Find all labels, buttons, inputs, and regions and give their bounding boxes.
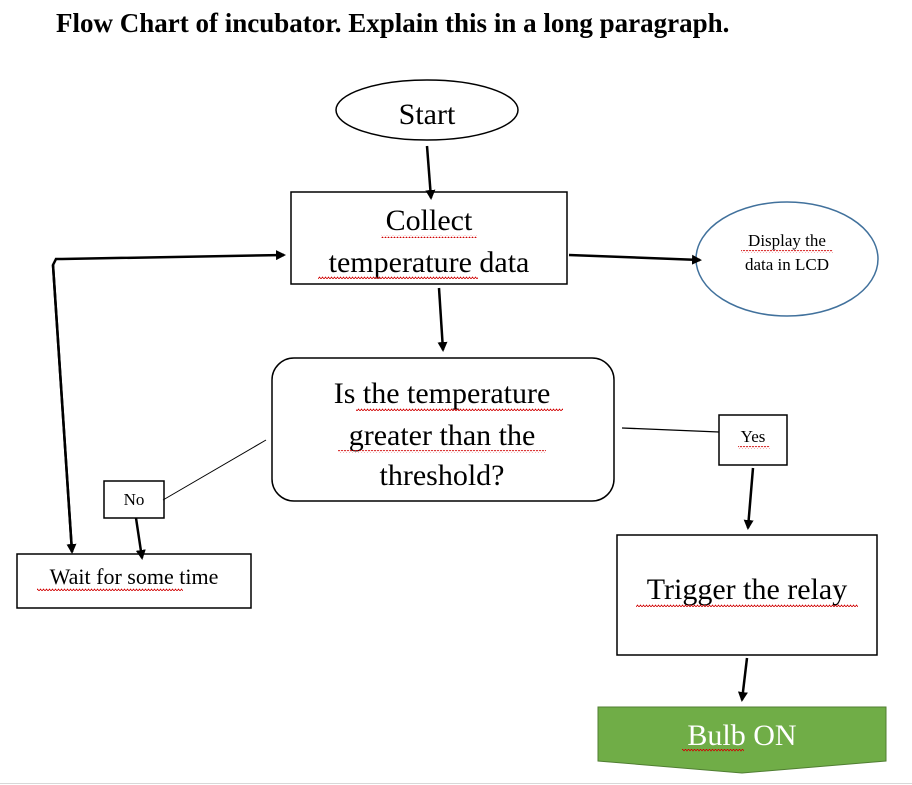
decision-node: Is the temperature greater than the thre… (271, 357, 615, 502)
arrow-loop-to-wait (51, 264, 77, 554)
spellcheck-underline (381, 235, 477, 238)
spellcheck-underline (356, 408, 563, 411)
arrow-no-to-wait (134, 517, 146, 560)
start-node: Start (335, 79, 519, 141)
start-label: Start (399, 98, 456, 131)
trigger-label: Trigger the relay (647, 573, 848, 606)
spellcheck-underline (318, 276, 478, 279)
spellcheck-underline (738, 446, 770, 449)
decision-label-line1: Is the temperature (334, 377, 551, 410)
arrow-trigger-to-bulb (737, 657, 749, 702)
spellcheck-underline (682, 749, 744, 752)
arrow-yes-to-trigger (743, 467, 755, 530)
display-label-line2: data in LCD (745, 255, 829, 274)
collect-label-line2: temperature data (329, 246, 530, 279)
decision-label-line3: threshold? (380, 459, 505, 492)
arrow-collect-to-display (568, 253, 702, 265)
no-label-box: No (103, 480, 165, 519)
spellcheck-underline (636, 604, 858, 607)
arrow-collect-to-decision (437, 287, 448, 352)
arrow-start-to-collect (425, 145, 436, 200)
collect-label-line1: Collect (386, 204, 473, 237)
display-lcd-node: Display the data in LCD (695, 201, 879, 317)
decision-label-line2: greater than the (349, 419, 536, 452)
spellcheck-underline (741, 250, 833, 253)
collect-data-node: Collect temperature data (290, 191, 568, 285)
wait-label: Wait for some time (50, 564, 219, 589)
bulb-label: Bulb ON (687, 719, 796, 752)
display-label-line1: Display the (748, 231, 826, 250)
line-decision-to-yes (621, 427, 720, 433)
bulb-on-node: Bulb ON (597, 706, 887, 774)
page-title: Flow Chart of incubator. Explain this in… (56, 8, 730, 38)
trigger-relay-node: Trigger the relay (616, 534, 878, 656)
wait-node: Wait for some time (16, 553, 252, 609)
yes-label-box: Yes (718, 414, 788, 466)
no-label: No (124, 490, 145, 509)
spellcheck-underline (338, 450, 546, 453)
yes-label: Yes (741, 427, 766, 446)
arrow-loop-to-collect (51, 250, 286, 553)
line-decision-to-no (162, 439, 267, 501)
spellcheck-underline (37, 588, 183, 591)
page-bottom-divider (0, 783, 912, 784)
